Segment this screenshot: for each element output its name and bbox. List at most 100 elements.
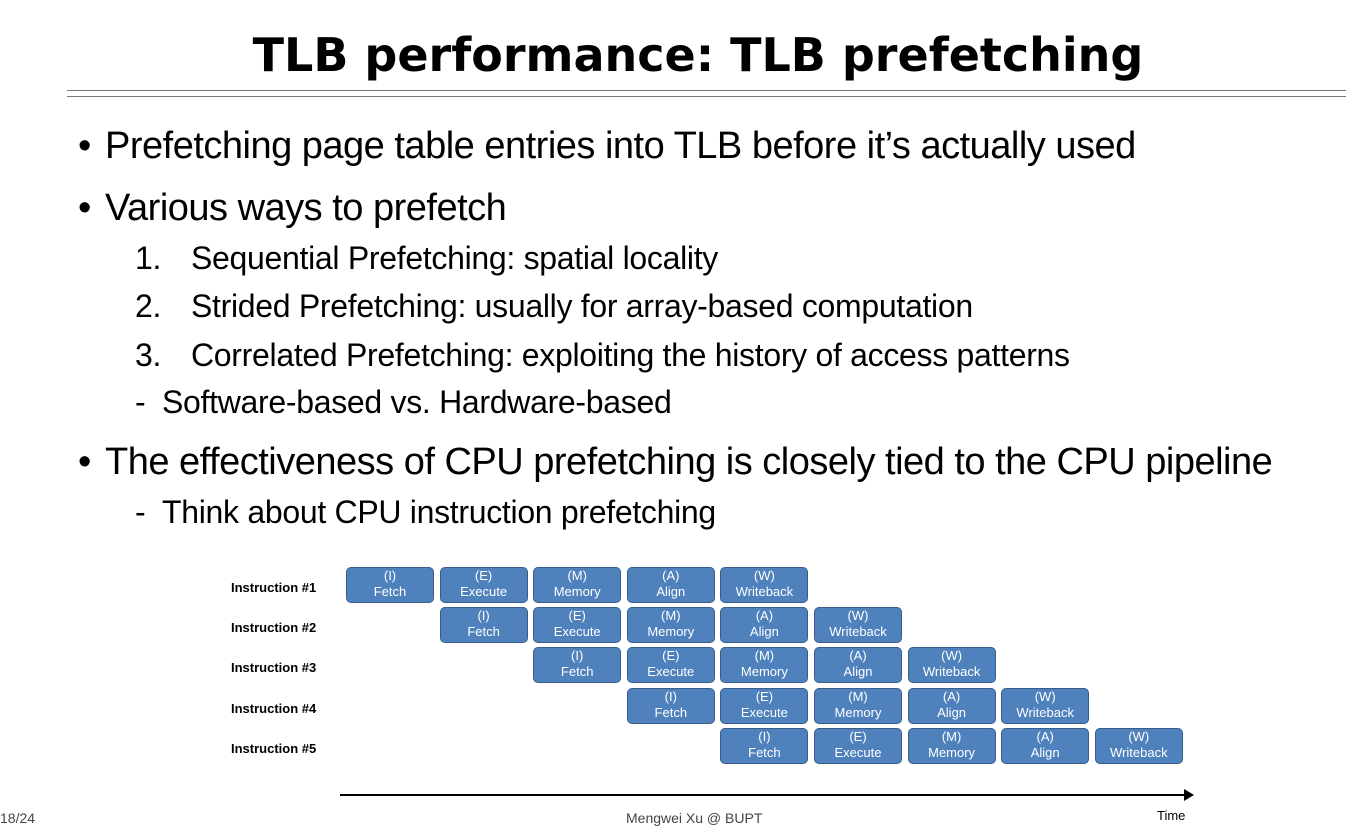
stage-box-fetch: (I)Fetch [346,567,434,603]
stage-name: Align [749,624,779,640]
stage-box-memory: (M)Memory [720,647,809,684]
stage-code: (E) [849,728,867,744]
stage-code: (I) [758,728,771,744]
stage-code: (W) [1034,688,1056,704]
stage-code: (M) [754,648,775,664]
stage-name: Execute [740,704,788,720]
arrow-head-icon [1184,789,1194,801]
sub-item-3: 3. Correlated Prefetching: exploiting the… [135,337,1070,374]
item-number: 3. [135,337,162,373]
bullet-1: •Prefetching page table entries into TLB… [78,125,1136,167]
stage-code: (M) [941,728,962,744]
stage-name: Writeback [1110,744,1168,760]
stage-name: Align [843,664,873,680]
footer-author: Mengwei Xu @ BUPT [626,810,763,826]
title-rule-top [67,90,1346,91]
stage-name: Memory [553,584,601,599]
stage-name: Writeback [735,584,794,599]
stage-name: Fetch [560,664,594,680]
stage-code: (M) [567,568,587,583]
stage-code: (I) [664,688,677,704]
stage-name: Fetch [654,704,688,720]
stage-code: (W) [1128,728,1150,744]
sub-item-2: 2. Strided Prefetching: usually for array… [135,288,973,325]
instruction-label: Instruction #4 [231,700,317,716]
item-dash: - [135,384,146,420]
stage-name: Execute [553,624,601,640]
stage-code: (W) [941,648,963,664]
stage-box-fetch: (I)Fetch [720,727,809,764]
stage-box-memory: (M)Memory [814,687,902,724]
item-text: Strided Prefetching: usually for array-b… [191,288,973,324]
time-label: Time [1157,808,1186,823]
stage-name: Execute [647,664,695,680]
bullet-text: Various ways to prefetch [105,187,507,229]
stage-name: Memory [834,704,882,720]
page-number: 18/24 [0,810,36,826]
instruction-label: Instruction #5 [231,740,317,756]
stage-box-align: (A)Align [720,607,809,644]
stage-code: (E) [474,568,493,583]
stage-name: Writeback [922,664,981,680]
stage-box-memory: (M)Memory [626,607,715,644]
stage-name: Memory [928,744,976,760]
bullet-text: The effectiveness of CPU prefetching is … [105,441,1273,483]
stage-code: (A) [1036,728,1054,744]
stage-box-writeback: (W)Writeback [1094,727,1183,764]
stage-box-writeback: (W)Writeback [907,647,996,684]
stage-box-memory: (M)Memory [533,567,622,603]
stage-code: (I) [477,608,490,624]
stage-code: (A) [755,608,774,624]
title-rule-bottom [67,96,1346,97]
stage-box-execute: (E)Execute [533,607,622,644]
stage-box-writeback: (W)Writeback [1001,687,1090,724]
bullet-3: •The effectiveness of CPU prefetching is… [78,441,1273,483]
item-number: 1. [135,240,162,276]
stage-box-memory: (M)Memory [907,727,996,764]
stage-name: Memory [740,664,788,680]
item-text: Correlated Prefetching: exploiting the h… [191,337,1070,373]
stage-code: (I) [571,648,584,664]
instruction-label: Instruction #1 [231,580,317,595]
stage-name: Fetch [373,584,407,599]
stage-name: Writeback [1016,704,1074,720]
stage-box-align: (A)Align [814,647,902,684]
stage-code: (M) [661,608,681,624]
stage-code: (A) [942,688,961,704]
item-text: Sequential Prefetching: spatial locality [191,240,718,276]
item-number: 2. [135,288,162,324]
stage-box-align: (A)Align [907,687,996,724]
stage-name: Execute [460,584,508,599]
stage-code: (M) [848,688,868,704]
stage-box-fetch: (I)Fetch [439,607,528,644]
stage-box-align: (A)Align [1001,727,1090,764]
stage-code: (W) [753,568,775,583]
stage-code: (E) [662,648,680,664]
instruction-label: Instruction #2 [231,620,317,636]
stage-code: (W) [847,608,869,624]
stage-code: (E) [568,608,586,624]
item-dash: - [135,494,146,530]
stage-name: Align [1030,744,1060,760]
stage-box-fetch: (I)Fetch [626,687,715,724]
stage-code: (A) [662,568,680,583]
stage-box-fetch: (I)Fetch [533,647,622,684]
sub-item-4: -Software-based vs. Hardware-based [135,384,672,421]
instruction-label: Instruction #3 [231,660,317,676]
item-text: Software-based vs. Hardware-based [162,384,672,420]
sub-item-1: 1. Sequential Prefetching: spatial locali… [135,240,718,277]
stage-name: Fetch [467,624,500,640]
stage-name: Memory [647,624,695,640]
stage-box-writeback: (W)Writeback [814,607,902,644]
stage-code: (A) [849,648,867,664]
time-axis [340,794,1190,796]
stage-box-writeback: (W)Writeback [720,567,809,603]
item-text: Think about CPU instruction prefetching [162,494,716,530]
sub-item-5: -Think about CPU instruction prefetching [135,494,716,531]
stage-name: Align [937,704,967,720]
stage-box-align: (A)Align [626,567,715,603]
stage-name: Align [656,584,686,599]
stage-code: (E) [755,688,774,704]
stage-box-execute: (E)Execute [439,567,528,603]
stage-code: (I) [383,568,397,583]
